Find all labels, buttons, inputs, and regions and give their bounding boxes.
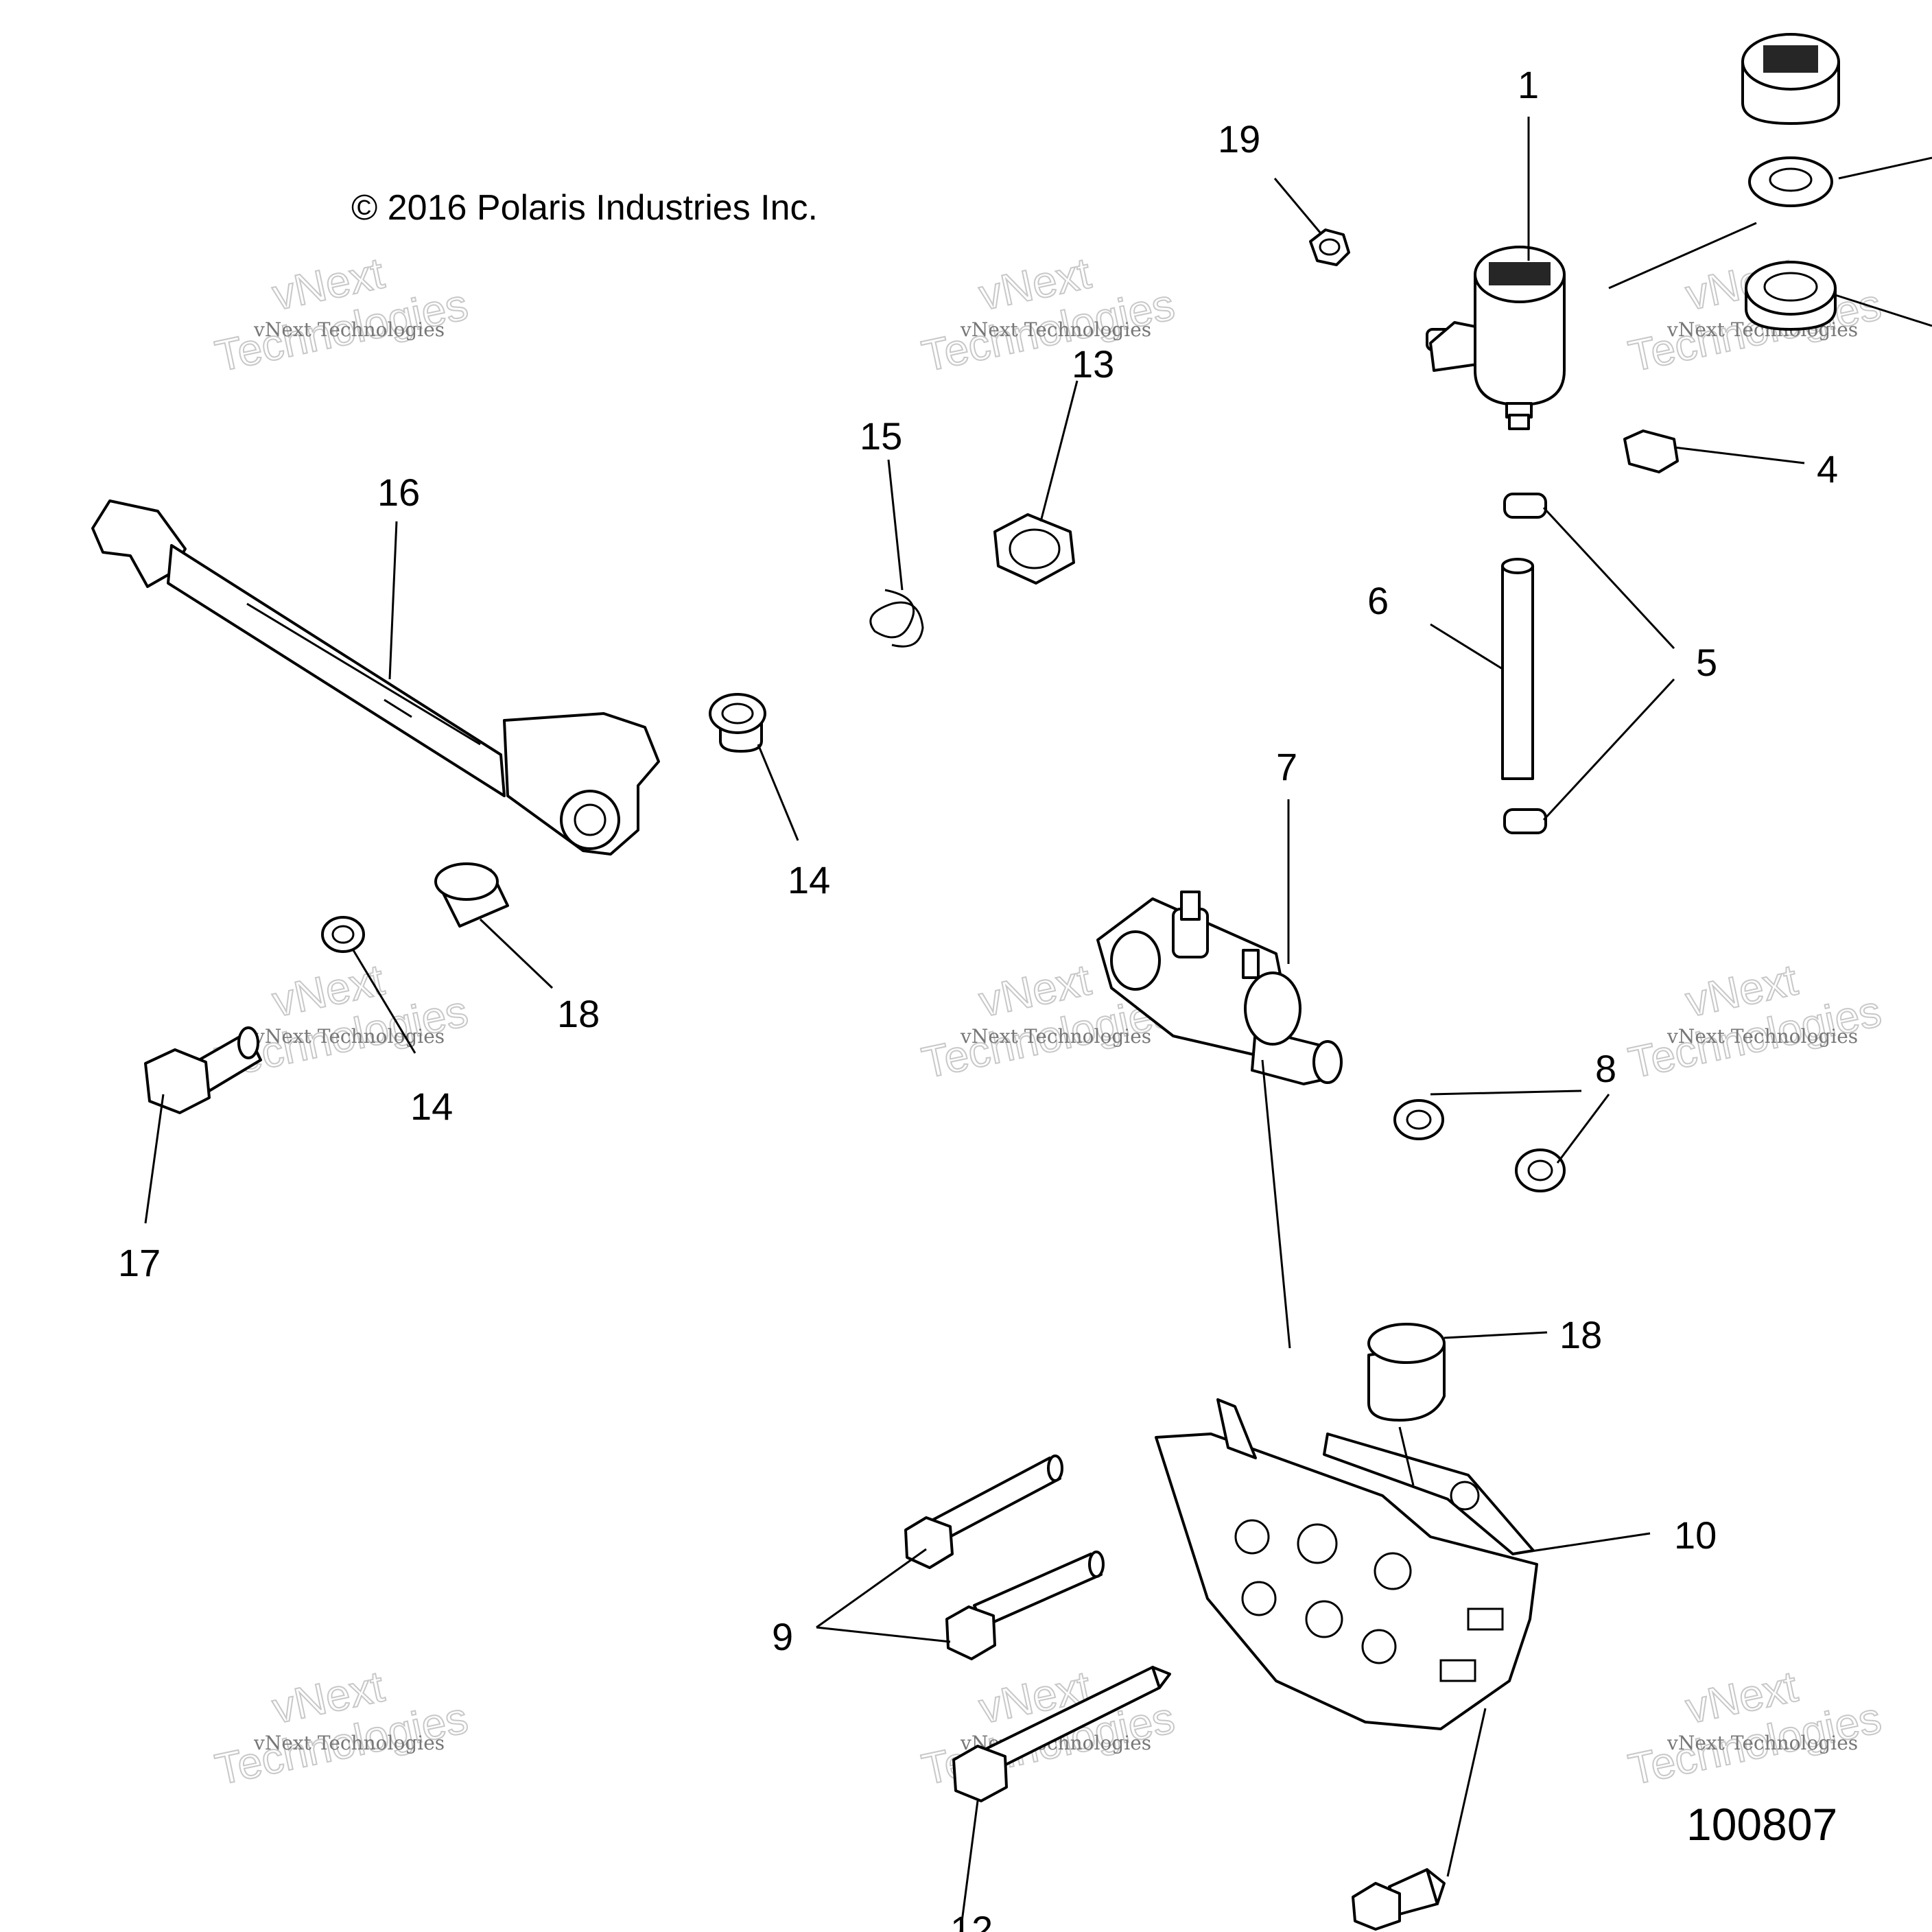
callout-17: 17 <box>118 1241 161 1284</box>
callout-14-upper: 14 <box>788 858 830 902</box>
callout-10: 10 <box>1674 1513 1717 1557</box>
callout-5: 5 <box>1696 641 1717 684</box>
part-4-screw <box>1623 429 1679 473</box>
part-8-grommet-1 <box>1393 1099 1444 1140</box>
watermark-bottom-right: Technologies vNext vNext Technologies <box>1624 1661 1886 1795</box>
callout-4: 4 <box>1817 447 1838 491</box>
watermark-top-center: Technologies vNext vNext Technologies <box>917 248 1179 382</box>
part-reservoir-diaphragm <box>1745 261 1837 331</box>
part-reservoir-seal <box>1748 156 1833 207</box>
part-9-bolt-upper <box>904 1454 1063 1569</box>
part-14-bushing-lower <box>321 916 365 953</box>
svg-text:vNext Technologies: vNext Technologies <box>1666 1732 1858 1754</box>
part-17-bolt <box>144 1026 262 1114</box>
svg-text:vNext Technologies: vNext Technologies <box>253 318 445 341</box>
svg-text:vNext Technologies: vNext Technologies <box>960 318 1151 341</box>
leader-lines <box>144 117 1932 1932</box>
watermark-bottom-left: Technologies vNext vNext Technologies <box>211 1661 473 1795</box>
callout-9: 9 <box>772 1615 793 1658</box>
part-18-spacer-right <box>1367 1323 1446 1422</box>
part-10-mounting-bracket <box>1155 1398 1538 1730</box>
part-12-bolt-left <box>952 1666 1171 1802</box>
part-5-clamp-bottom <box>1503 808 1547 834</box>
watermark-top-left: Technologies vNext vNext Technologies <box>211 248 473 382</box>
callout-16: 16 <box>377 471 420 514</box>
part-7-master-cylinder <box>1096 891 1343 1085</box>
callout-18-right: 18 <box>1559 1313 1602 1356</box>
callout-14-lower: 14 <box>410 1085 453 1128</box>
callout-7: 7 <box>1276 745 1297 788</box>
callout-15: 15 <box>860 414 902 458</box>
part-14-bushing-upper <box>709 693 766 753</box>
copyright-notice: © 2016 Polaris Industries Inc. <box>351 188 818 228</box>
part-18-spacer-left <box>434 862 509 928</box>
drawing-number: 100807 <box>1686 1799 1837 1850</box>
part-5-clamp-top <box>1503 493 1547 519</box>
part-12-bolt-right <box>1352 1868 1446 1931</box>
callout-6: 6 <box>1367 579 1389 622</box>
part-9-bolt-lower <box>945 1551 1105 1660</box>
svg-text:vNext Technologies: vNext Technologies <box>253 1732 445 1754</box>
svg-text:vNext Technologies: vNext Technologies <box>1666 1025 1858 1048</box>
part-16-brake-pedal <box>91 499 660 856</box>
callout-1: 1 <box>1518 63 1539 106</box>
part-6-hose <box>1501 558 1534 780</box>
part-19-nut <box>1309 228 1350 266</box>
watermark-mid-right: Technologies vNext vNext Technologies <box>1624 954 1886 1089</box>
part-1-reservoir <box>1426 246 1566 430</box>
part-reservoir-cap <box>1741 33 1840 125</box>
callout-labels: 1 19 4 5 6 7 8 9 10 12 13 14 14 15 16 17… <box>118 63 1838 1932</box>
part-15-spring-clip <box>869 589 924 648</box>
callout-18-left: 18 <box>557 992 600 1035</box>
callout-12: 12 <box>950 1908 993 1932</box>
part-13-boot <box>993 513 1075 585</box>
svg-text:vNext Technologies: vNext Technologies <box>960 1025 1151 1048</box>
callout-13: 13 <box>1072 342 1114 386</box>
part-8-grommet-2 <box>1515 1148 1566 1192</box>
callout-8: 8 <box>1595 1047 1616 1090</box>
svg-text:vNext Technologies: vNext Technologies <box>253 1025 445 1048</box>
callout-19: 19 <box>1218 117 1260 161</box>
